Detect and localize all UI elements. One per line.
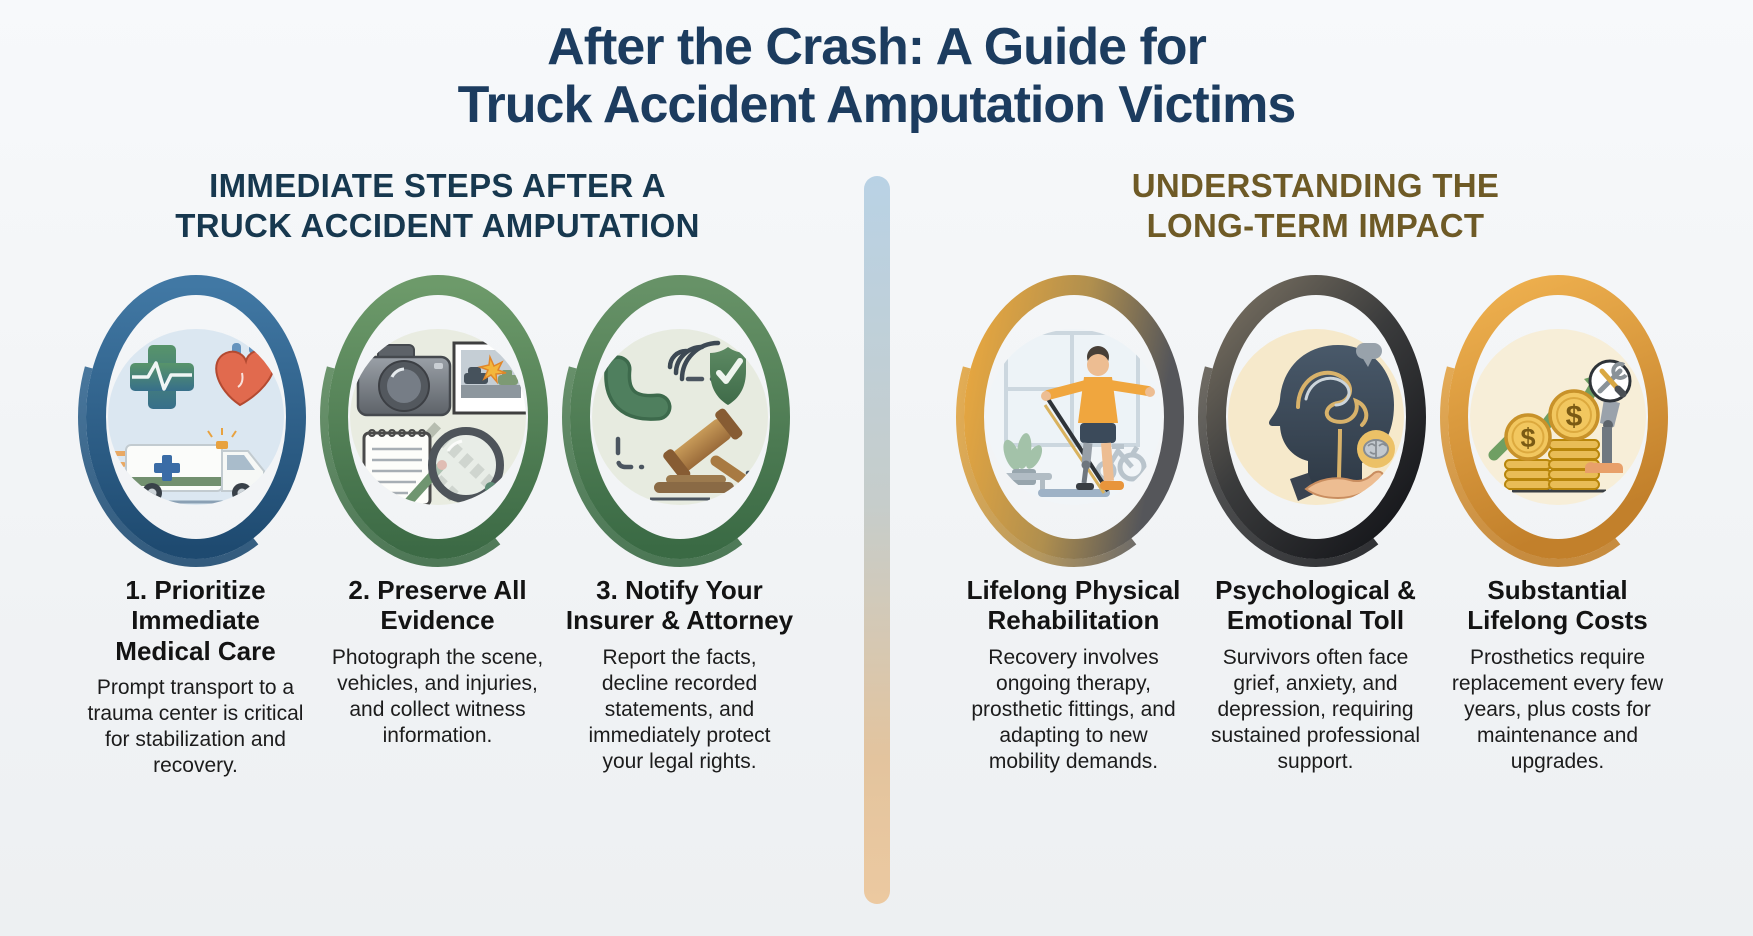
preserve-evidence-icon [319,267,556,568]
right-section-heading: UNDERSTANDING THE LONG-TERM IMPACT [895,166,1737,245]
card-description: Recovery involves ongoing therapy, prost… [971,645,1176,773]
svg-text:$: $ [1565,400,1582,433]
left-heading-line1: IMMEDIATE STEPS AFTER A [209,167,666,204]
impact-card-psychological: Psychological & Emotional Toll Survivors… [1190,259,1442,774]
page-title: After the Crash: A Guide for Truck Accid… [0,18,1753,134]
card-description: Report the facts, decline recorded state… [588,645,771,773]
medical-care-icon [77,267,314,568]
step-card-medical-care: 1. Prioritize Immediate Medical Care Pro… [70,259,322,779]
section-divider [863,176,890,904]
step-card-preserve-evidence: 2. Preserve All Evidence Photograph the … [312,259,564,779]
left-section-heading: IMMEDIATE STEPS AFTER A TRUCK ACCIDENT A… [17,166,859,245]
content: IMMEDIATE STEPS AFTER A TRUCK ACCIDENT A… [0,166,1753,904]
right-cards: Lifelong Physical Rehabilitation Recover… [895,259,1737,774]
card-title: Psychological & Emotional Toll [1215,575,1416,635]
impact-card-costs: $ $ [1432,259,1684,774]
card-description: Prosthetics require replacement every fe… [1451,645,1664,773]
card-title-line2: Rehabilitation [987,605,1160,636]
card-title-line2: Medical Care [115,635,276,666]
page-title-line2: Truck Accident Amputation Victims [457,76,1297,135]
psychological-toll-icon [1197,267,1434,568]
notify-insurer-attorney-icon [561,267,798,568]
right-heading-line2: LONG-TERM IMPACT [1146,206,1485,244]
card-title-line2: Emotional Toll [1226,605,1405,636]
section-immediate-steps: IMMEDIATE STEPS AFTER A TRUCK ACCIDENT A… [17,166,859,779]
card-description: Survivors often face grief, anxiety, and… [1211,645,1420,773]
card-title: 2. Preserve All Evidence [348,575,526,635]
card-title-line1: Substantial [1487,575,1628,606]
step-card-notify-insurer: 3. Notify Your Insurer & Attorney Report… [554,259,806,779]
card-title-line1: Lifelong Physical [966,575,1181,606]
right-heading-line1: UNDERSTANDING THE [1131,167,1500,204]
card-title-line1: 2. Preserve All [348,575,527,606]
page-title-line1: After the Crash: A Guide for [547,18,1207,76]
card-description: Photograph the scene, vehicles, and inju… [331,645,544,747]
card-description: Prompt transport to a trauma center is c… [87,675,304,777]
card-title-line2: Insurer & Attorney [565,605,794,636]
physical-rehabilitation-icon [955,267,1192,568]
card-title-line1: 1. Prioritize Immediate [125,575,266,636]
section-long-term-impact: UNDERSTANDING THE LONG-TERM IMPACT [895,166,1737,775]
svg-text:$: $ [1520,423,1535,453]
card-title-line1: Psychological & [1215,575,1416,606]
card-title-line2: Evidence [380,605,495,636]
card-title: Lifelong Physical Rehabilitation [967,575,1181,635]
card-title: 1. Prioritize Immediate Medical Care [70,575,322,665]
impact-card-rehabilitation: Lifelong Physical Rehabilitation Recover… [948,259,1200,774]
card-title: 3. Notify Your Insurer & Attorney [566,575,793,635]
card-title-line2: Lifelong Costs [1467,605,1648,636]
left-cards: 1. Prioritize Immediate Medical Care Pro… [17,259,859,779]
lifelong-costs-icon: $ $ [1439,267,1676,568]
card-title-line1: 3. Notify Your [596,575,763,606]
left-heading-line2: TRUCK ACCIDENT AMPUTATION [175,206,700,244]
card-title: Substantial Lifelong Costs [1467,575,1648,635]
